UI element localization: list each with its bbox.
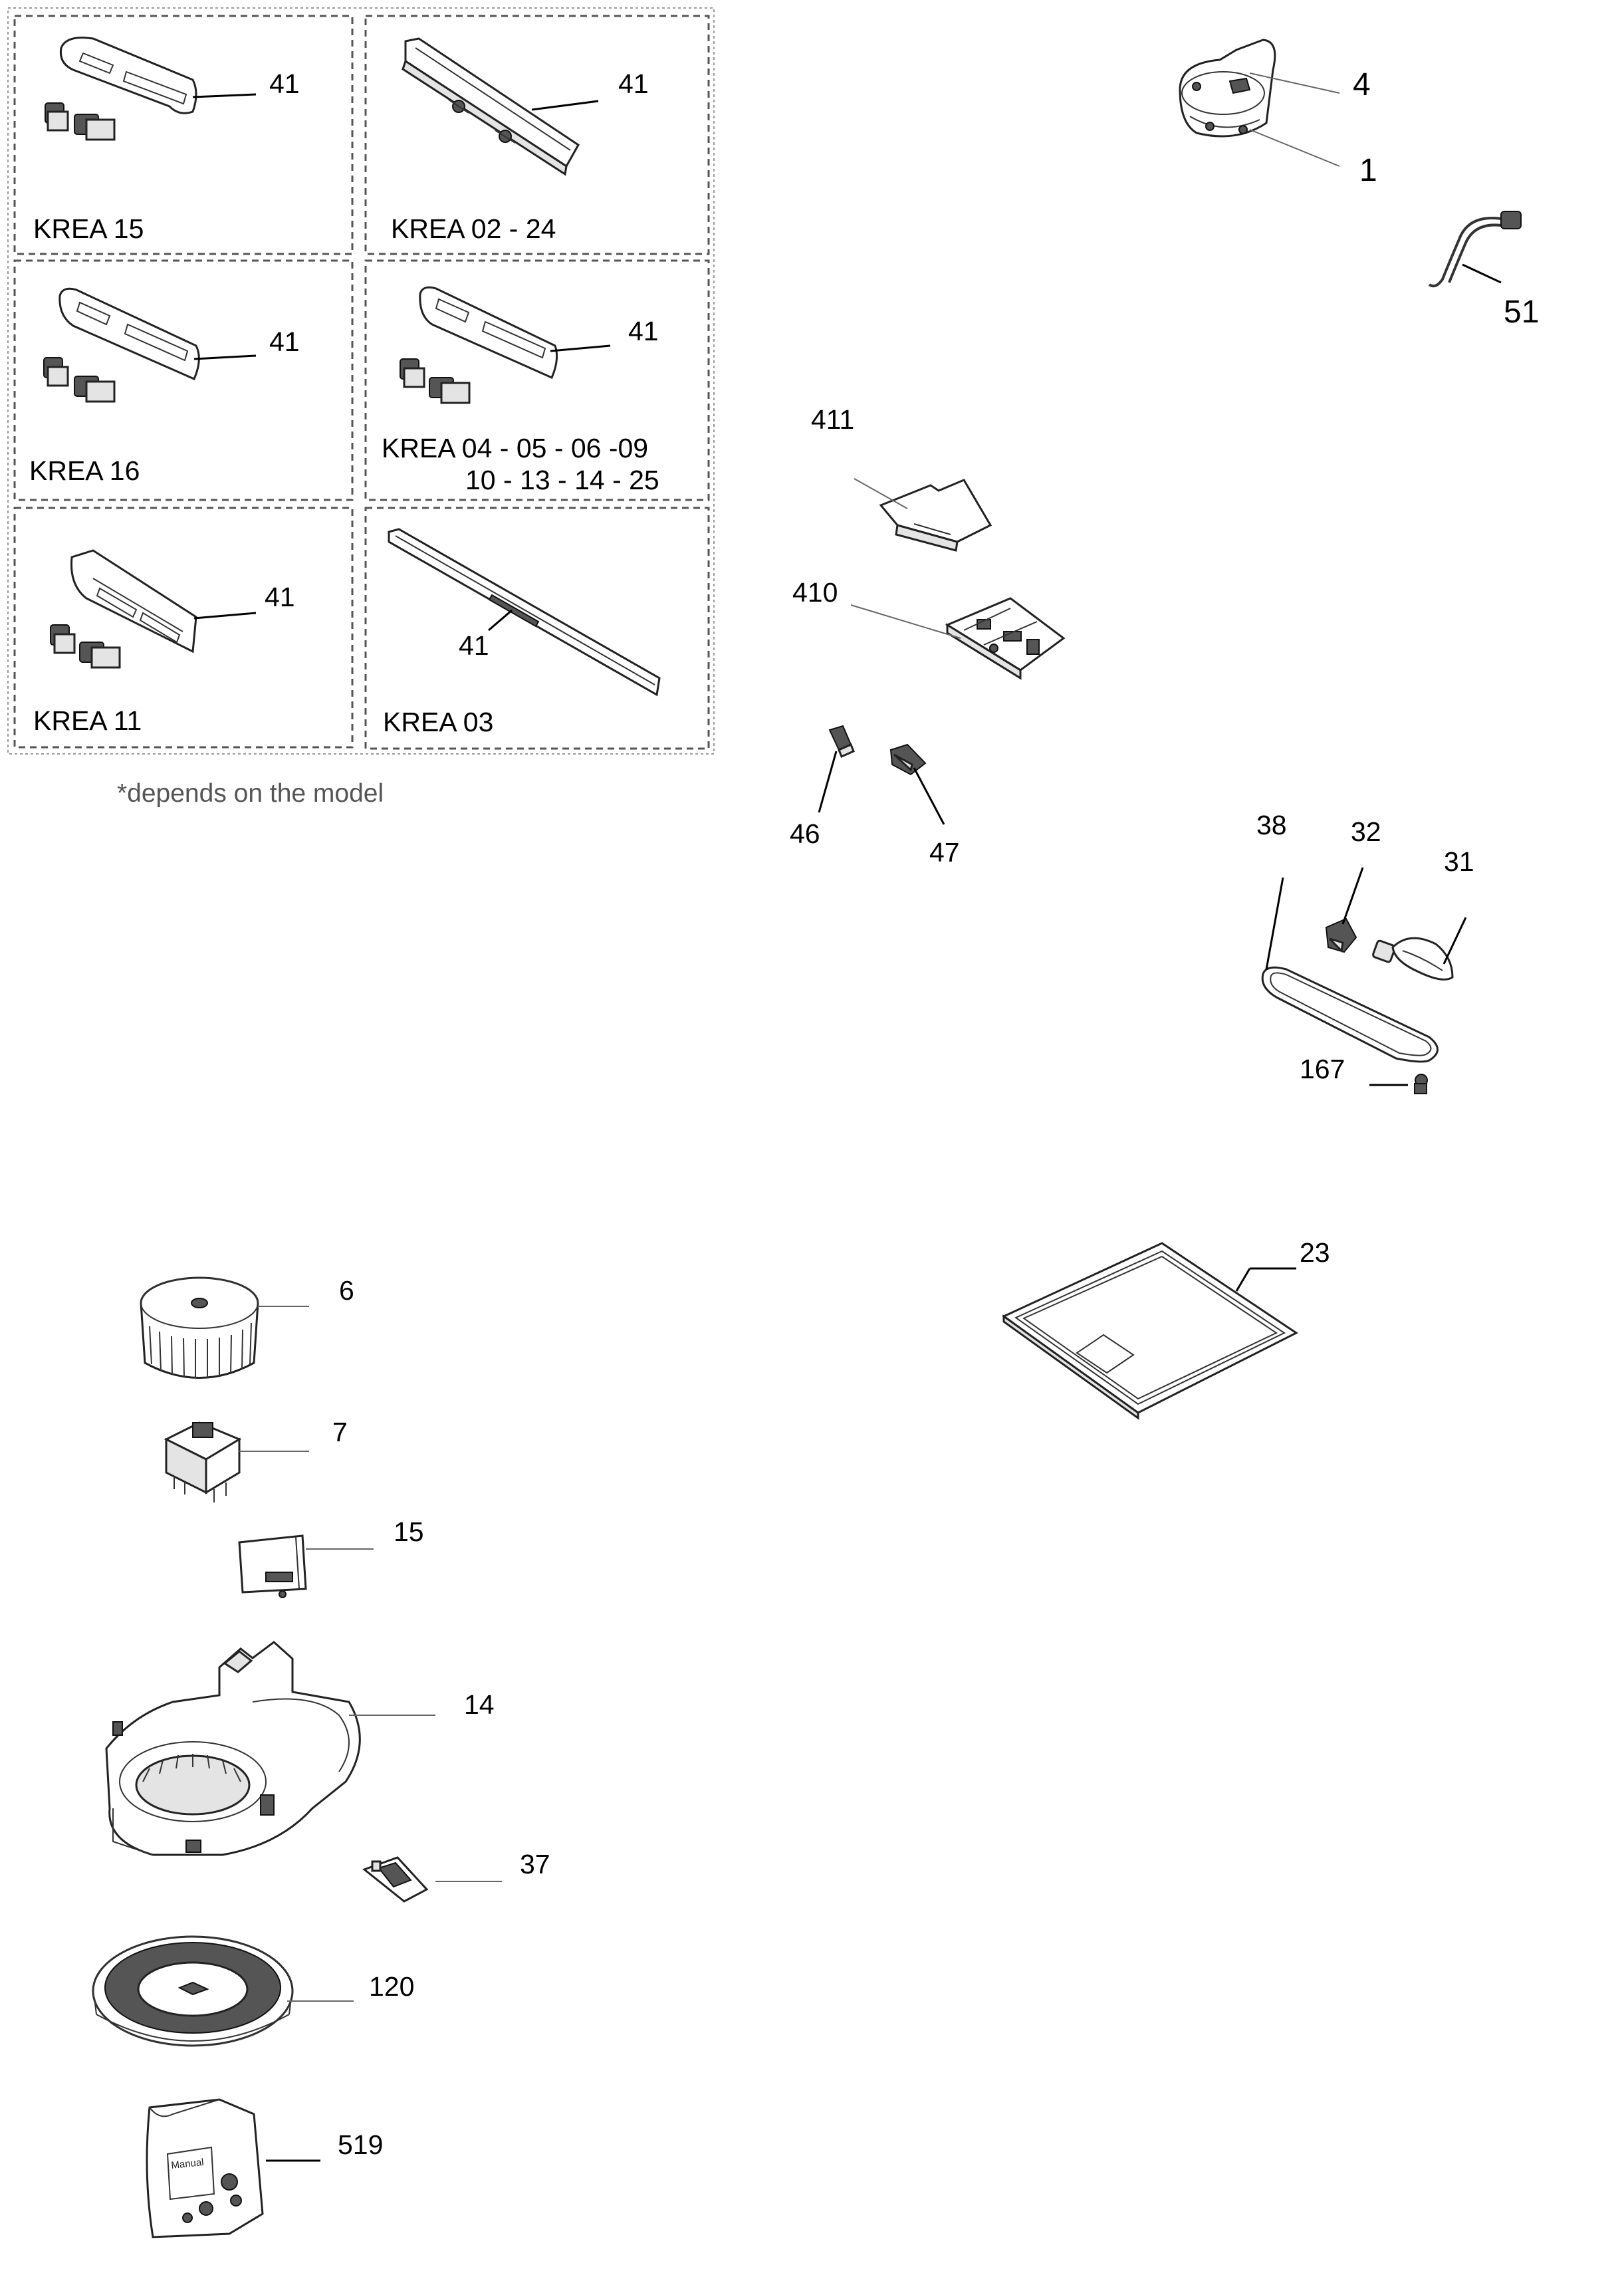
variant-box-krea-03: 41 KREA 03 <box>364 507 710 750</box>
control-panel-krea-04-25-drawing <box>400 286 558 404</box>
callout-41-krea-15: 41 <box>269 68 300 99</box>
button-47 <box>889 743 927 776</box>
callout-51: 51 <box>1504 295 1539 330</box>
motor-assembly <box>1179 39 1276 138</box>
callout-41-krea-03: 41 <box>459 630 489 661</box>
variant-model-krea-15: KREA 15 <box>33 213 144 244</box>
bulb-31 <box>1372 937 1454 981</box>
capacitor-box-7 <box>164 1421 242 1502</box>
control-panel-krea-03-drawing <box>388 528 661 697</box>
callout-410: 410 <box>792 577 838 608</box>
control-panel-krea-11-drawing <box>50 549 197 669</box>
screw-167 <box>1414 1074 1428 1094</box>
callout-14: 14 <box>464 1689 495 1720</box>
gasket-38 <box>1261 966 1439 1063</box>
electronic-board-410 <box>945 597 1066 680</box>
impeller-6 <box>140 1276 259 1379</box>
manual-booklet-label: Manual <box>171 2157 205 2171</box>
callout-41-krea-11: 41 <box>265 582 295 612</box>
callout-41-krea-16: 41 <box>269 326 300 357</box>
control-panel-krea-16-drawing <box>43 287 200 403</box>
control-panel-krea-15-drawing <box>45 37 197 141</box>
variant-model-krea-04-09: KREA 04 - 05 - 06 -09 <box>382 433 648 463</box>
variant-box-krea-04-25: 41 KREA 04 - 05 - 06 -09 10 - 13 - 14 - … <box>364 259 710 501</box>
variant-grid: 41 KREA 15 41 KREA 02 - 24 <box>7 7 715 755</box>
carbon-filter-120 <box>92 1935 294 2047</box>
variant-model-krea-02-24: KREA 02 - 24 <box>391 213 556 244</box>
electronic-cover-411 <box>879 479 992 552</box>
callout-38: 38 <box>1256 810 1287 840</box>
callout-46: 46 <box>790 818 820 849</box>
fan-housing-14 <box>105 1641 361 1856</box>
callout-41-krea-04-25: 41 <box>628 316 659 346</box>
lamp-holder-32 <box>1325 917 1357 953</box>
variant-box-krea-15: 41 KREA 15 <box>13 15 354 255</box>
callout-411: 411 <box>811 404 854 435</box>
callout-47: 47 <box>929 837 960 868</box>
callout-519: 519 <box>338 2129 383 2160</box>
variant-model-krea-11: KREA 11 <box>33 705 142 736</box>
control-panel-krea-02-24-drawing <box>402 37 580 176</box>
callout-31: 31 <box>1444 846 1474 877</box>
callout-120: 120 <box>369 1971 414 2002</box>
callout-15: 15 <box>394 1516 424 1547</box>
callout-7: 7 <box>332 1417 348 1447</box>
callout-23: 23 <box>1300 1237 1330 1268</box>
sensor-37 <box>362 1856 429 1903</box>
model-note: *depends on the model <box>117 779 384 808</box>
variant-box-krea-02-24: 41 KREA 02 - 24 <box>364 15 710 255</box>
variant-model-krea-16: KREA 16 <box>29 455 140 486</box>
callout-41-krea-02-24: 41 <box>618 68 649 99</box>
callout-37: 37 <box>520 1849 550 1879</box>
grease-filter-23 <box>1002 1242 1298 1420</box>
variant-box-krea-16: 41 KREA 16 <box>13 259 354 501</box>
variant-model-krea-10-25: 10 - 13 - 14 - 25 <box>465 465 659 495</box>
variant-box-krea-11: 41 KREA 11 <box>13 507 354 749</box>
valve-15 <box>238 1534 307 1598</box>
variant-model-krea-03: KREA 03 <box>383 707 493 737</box>
callout-6: 6 <box>339 1275 354 1306</box>
accessory-bag-519: Manual <box>146 2098 264 2238</box>
callout-4: 4 <box>1353 67 1371 102</box>
callout-167: 167 <box>1300 1054 1345 1084</box>
callout-32: 32 <box>1351 816 1381 847</box>
callout-1: 1 <box>1359 153 1377 188</box>
power-cable <box>1428 211 1522 288</box>
button-46 <box>828 725 855 759</box>
